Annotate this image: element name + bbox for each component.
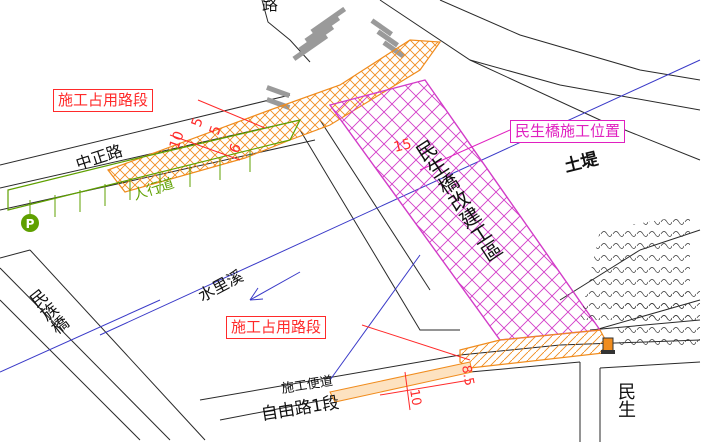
parking-symbol: P [26, 217, 35, 231]
embankment-texture-2 [615, 290, 700, 350]
callout-work-zone-top: 施工占用路段 [53, 89, 153, 112]
dim-bottom-width: 8.5 [458, 364, 476, 387]
temp-road-label: 施工便道 [280, 374, 334, 397]
callout-bridge-location: 民生橋施工位置 [510, 120, 625, 143]
embankment-label: 土堤 [562, 148, 601, 177]
barrier-icon [601, 338, 615, 354]
dim-bottom-length: 10 [406, 388, 424, 407]
road-label-minsheng: 民生 [612, 382, 638, 418]
road-label-ziyou: 自由路1段 [260, 393, 341, 425]
road-top-fragment: 路 [262, 0, 278, 14]
work-zone-bottom-ramp [330, 362, 472, 402]
river-label: 水里溪 [195, 266, 246, 305]
callout-work-zone-bottom: 施工占用路段 [226, 316, 326, 339]
